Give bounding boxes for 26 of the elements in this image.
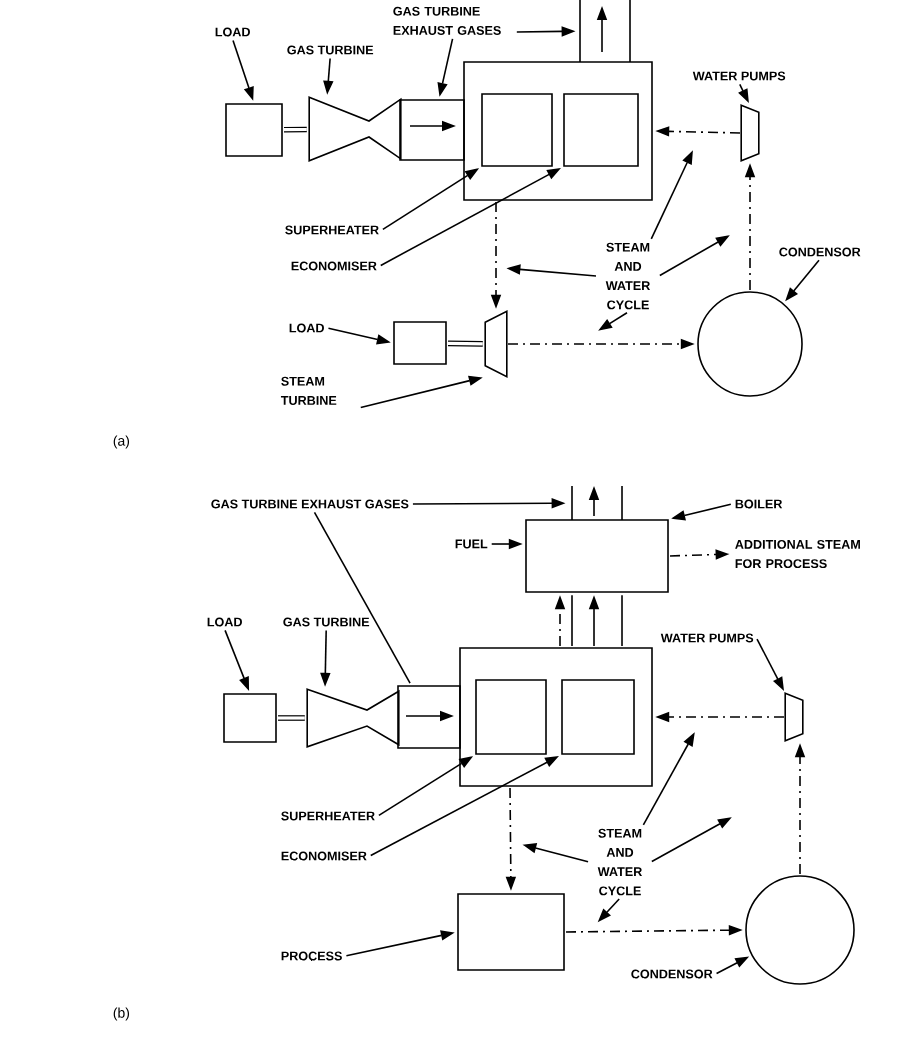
heat-recovery-box xyxy=(463,61,653,201)
load-box xyxy=(223,693,277,743)
pump-symbol xyxy=(740,104,760,162)
shaft xyxy=(447,340,483,347)
pump-symbol xyxy=(784,692,804,742)
steam-turbine-symbol xyxy=(484,309,508,379)
condenser-circle xyxy=(697,291,803,397)
superheater-box xyxy=(475,679,547,755)
economiser-box xyxy=(563,93,639,167)
economiser-box xyxy=(561,679,635,755)
process-box xyxy=(457,893,565,971)
load-box xyxy=(225,103,283,157)
leader-line xyxy=(313,511,411,684)
gas-turbine-symbol xyxy=(308,96,402,162)
shaft xyxy=(278,715,305,721)
exhaust-duct xyxy=(397,685,461,749)
load-box xyxy=(393,321,447,365)
superheater-box xyxy=(481,93,553,167)
shaft xyxy=(283,126,307,133)
condenser-circle xyxy=(745,875,855,985)
pipe-wall xyxy=(621,594,623,647)
pipe-wall xyxy=(571,594,573,647)
boiler-box xyxy=(525,519,669,593)
heat-recovery-box xyxy=(459,647,653,787)
gas-turbine-symbol xyxy=(306,688,400,748)
exhaust-duct xyxy=(399,99,465,161)
